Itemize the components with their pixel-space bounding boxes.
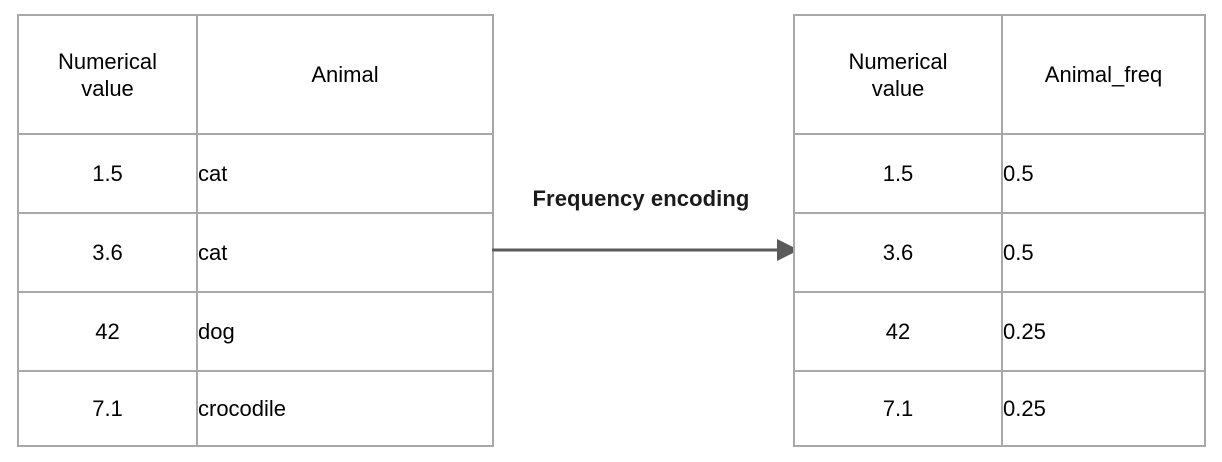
output-table: Numerical value Animal_freq 1.5 0.5 3.6 …: [793, 14, 1206, 447]
output-cell-animal-freq: 0.5: [1001, 212, 1206, 293]
table-row: 1.5 0.5: [793, 133, 1206, 214]
output-cell-animal-freq: 0.25: [1001, 370, 1206, 447]
input-table: Numerical value Animal 1.5 cat 3.6 cat 4…: [17, 14, 494, 447]
table-row: 3.6 0.5: [793, 212, 1206, 293]
input-cell-animal: cat: [196, 133, 494, 214]
input-cell-numerical-value: 42: [17, 291, 198, 372]
input-header-numerical-value-line2: value: [81, 75, 134, 101]
output-cell-animal-freq: 0.5: [1001, 133, 1206, 214]
output-cell-numerical-value: 3.6: [793, 212, 1003, 293]
table-row: 7.1 crocodile: [17, 370, 494, 447]
output-cell-numerical-value: 1.5: [793, 133, 1003, 214]
output-header-numerical-value-line2: value: [871, 75, 925, 101]
input-cell-numerical-value: 1.5: [17, 133, 198, 214]
transformation-arrow-group: Frequency encoding: [484, 186, 804, 266]
input-header-animal: Animal: [196, 14, 494, 135]
input-header-numerical-value: Numerical value: [17, 14, 198, 135]
output-cell-animal-freq: 0.25: [1001, 291, 1206, 372]
output-header-animal-freq: Animal_freq: [1001, 14, 1206, 135]
input-cell-animal: dog: [196, 291, 494, 372]
input-table-header-row: Numerical value Animal: [17, 14, 494, 135]
input-header-numerical-value-line1: Numerical: [57, 48, 158, 74]
output-header-numerical-value: Numerical value: [793, 14, 1003, 135]
table-row: 3.6 cat: [17, 212, 494, 293]
input-cell-numerical-value: 7.1: [17, 370, 198, 447]
output-cell-numerical-value: 42: [793, 291, 1003, 372]
output-table-header-row: Numerical value Animal_freq: [793, 14, 1206, 135]
right-arrow-icon: [492, 239, 799, 261]
input-cell-animal: crocodile: [196, 370, 494, 447]
table-row: 7.1 0.25: [793, 370, 1206, 447]
input-cell-numerical-value: 3.6: [17, 212, 198, 293]
table-row: 42 0.25: [793, 291, 1206, 372]
arrow-label: Frequency encoding: [532, 186, 750, 211]
input-cell-animal: cat: [196, 212, 494, 293]
table-row: 1.5 cat: [17, 133, 494, 214]
table-row: 42 dog: [17, 291, 494, 372]
output-header-numerical-value-line1: Numerical: [848, 48, 948, 74]
output-cell-numerical-value: 7.1: [793, 370, 1003, 447]
